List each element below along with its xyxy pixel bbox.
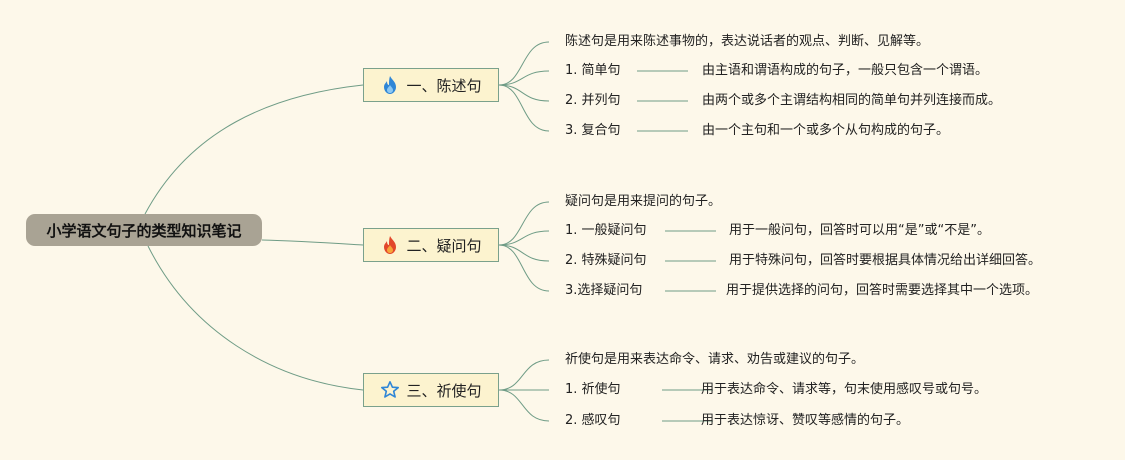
subtopic-description[interactable]: 由主语和谓语构成的句子，一般只包含一个谓语。: [702, 63, 989, 78]
branch-2-row-3-connector: [498, 244, 550, 262]
subtopic-label[interactable]: 1. 简单句: [565, 63, 621, 78]
star-outline-icon: [380, 380, 400, 400]
branch-intro[interactable]: 疑问句是用来提问的句子。: [565, 194, 722, 209]
subtopic-label[interactable]: 1. 一般疑问句: [565, 223, 647, 238]
subtopic-description[interactable]: 用于表达命令、请求等，句末使用感叹号或句号。: [701, 382, 988, 397]
subtopic-description[interactable]: 用于一般问句，回答时可以用“是”或“不是”。: [729, 223, 990, 238]
branch-topic-3[interactable]: 三、祈使句: [363, 373, 499, 407]
branch-1-row-2-connector: [498, 70, 550, 86]
subtopic-label[interactable]: 2. 并列句: [565, 93, 621, 108]
blue-fire-icon: [380, 75, 400, 95]
subtopic-description[interactable]: 由两个或多个主谓结构相同的简单句并列连接而成。: [702, 93, 1002, 108]
branch-3-row-3-connector: [498, 389, 550, 422]
branch-1-row-3-connector: [498, 84, 550, 102]
branch-topic-2[interactable]: 二、疑问句: [363, 228, 499, 262]
branch-label: 三、祈使句: [406, 381, 482, 400]
subtopic-label[interactable]: 3. 复合句: [565, 123, 621, 138]
subtopic-description[interactable]: 由一个主句和一个或多个从句构成的句子。: [702, 123, 950, 138]
branch-2-row-4-connector: [498, 244, 550, 292]
branch-label: 一、陈述句: [406, 76, 482, 95]
branch-2-row-2-connector: [498, 230, 550, 246]
subtopic-label[interactable]: 2. 感叹句: [565, 413, 621, 428]
root-to-branch-3-connector: [147, 245, 364, 391]
root-topic[interactable]: 小学语文句子的类型知识笔记: [26, 214, 262, 246]
subtopic-description[interactable]: 用于表达惊讶、赞叹等感情的句子。: [701, 413, 910, 428]
branch-intro[interactable]: 祈使句是用来表达命令、请求、劝告或建议的句子。: [565, 352, 865, 367]
branch-1-row-1-connector: [498, 41, 550, 86]
branch-topic-1[interactable]: 一、陈述句: [363, 68, 499, 102]
subtopic-label[interactable]: 3.选择疑问句: [565, 283, 643, 298]
branch-3-row-1-connector: [498, 359, 550, 391]
red-fire-icon: [380, 235, 400, 255]
root-to-branch-1-connector: [144, 84, 364, 215]
subtopic-description[interactable]: 用于提供选择的问句，回答时需要选择其中一个选项。: [726, 283, 1039, 298]
branch-2-row-1-connector: [498, 201, 550, 246]
subtopic-description[interactable]: 用于特殊问句，回答时要根据具体情况给出详细回答。: [729, 253, 1042, 268]
branch-intro[interactable]: 陈述句是用来陈述事物的，表达说话者的观点、判断、见解等。: [565, 34, 930, 49]
subtopic-label[interactable]: 2. 特殊疑问句: [565, 253, 647, 268]
root-to-branch-2-connector: [261, 239, 364, 246]
subtopic-label[interactable]: 1. 祈使句: [565, 382, 621, 397]
branch-1-row-4-connector: [498, 84, 550, 132]
root-label: 小学语文句子的类型知识笔记: [46, 221, 242, 240]
branch-label: 二、疑问句: [406, 236, 482, 255]
